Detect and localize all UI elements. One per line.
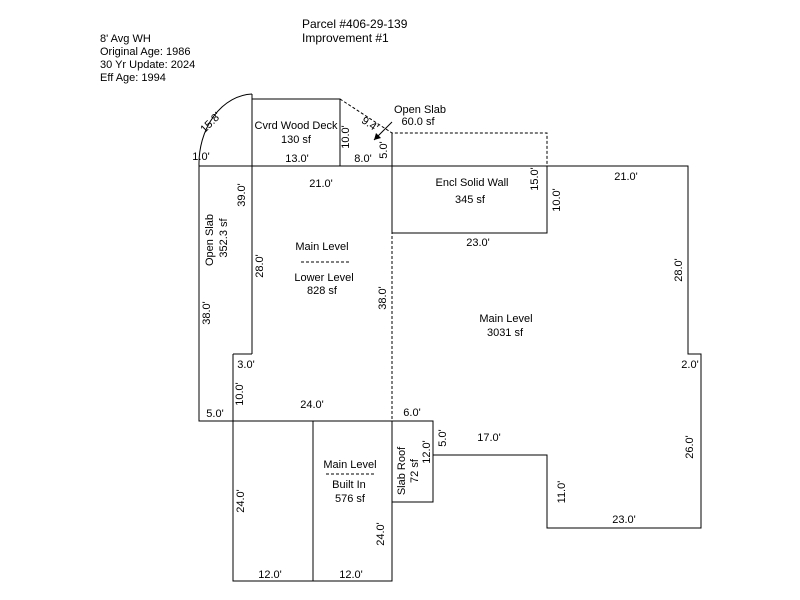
label-main-name: Main Level [479,313,532,325]
dim-right-28: 28.0' [673,258,685,282]
dim-bottom-24: 24.0' [300,399,324,411]
arrow-head [374,133,381,140]
dim-slab-5b: 5.0' [437,429,449,446]
dim-encl-23: 23.0' [466,237,490,249]
dim-arc: 15.8' [198,110,223,135]
label-deck-name: Cvrd Wood Deck [255,120,338,132]
dim-right-2: 2.0' [681,359,698,371]
dim-slab-12: 12.0' [421,440,433,464]
label-slab-left-size: 352.3 sf [218,217,230,257]
wall-height: 8' Avg WH [100,33,151,45]
dim-step-3: 3.0' [237,359,254,371]
label-encl-size: 345 sf [455,194,486,206]
dim-left-38: 38.0' [201,301,213,325]
update-year: 30 Yr Update: 2024 [100,59,196,71]
arc-edge [198,93,253,167]
dim-deck-13: 13.0' [285,153,309,165]
dim-slab-6: 6.0' [403,407,420,419]
area-open-slab-left[interactable] [198,166,233,422]
dim-encl-15: 15.0' [529,167,541,191]
dim-built-24-right: 24.0' [375,522,387,546]
label-main-lower-2: Lower Level [294,272,353,284]
dim-step-5: 5.0' [206,408,223,420]
original-age: Original Age: 1986 [100,46,191,58]
dim-top-21: 21.0' [309,178,333,190]
dim-mid-38: 38.0' [377,286,389,310]
dim-encl-10: 10.0' [551,188,563,212]
area-encl-wall[interactable] [391,165,548,234]
dim-1ft: 1.0' [192,151,209,163]
dim-slab-8: 8.0' [354,153,371,165]
dim-slab-5: 5.0' [378,141,390,158]
effective-age: Eff Age: 1994 [100,72,166,84]
label-built-2: Built In [332,479,366,491]
parcel-number: Parcel #406-29-139 [302,17,408,31]
label-main-size: 3031 sf [487,327,524,339]
area-open-slab-top[interactable] [339,98,548,166]
label-slab-roof-size: 72 sf [409,458,421,483]
label-encl-name: Encl Solid Wall [436,177,509,189]
label-built-1: Main Level [323,459,376,471]
dim-bottom-11: 11.0' [556,481,568,504]
label-main-lower-1: Main Level [295,241,348,253]
label-deck-size: 130 sf [281,134,312,146]
improvement-number: Improvement #1 [302,31,389,45]
dim-right-top-21: 21.0' [614,171,638,183]
area-main-level[interactable] [433,165,702,529]
dim-deck-10: 10.0' [340,125,352,149]
label-slab-roof-name: Slab Roof [396,446,408,495]
label-slab-top-name: Open Slab [394,104,446,116]
dim-inner-28: 28.0' [254,254,266,278]
label-slab-left-name: Open Slab [204,214,216,266]
dim-built-12-a: 12.0' [258,569,282,581]
label-slab-top-size: 60.0 sf [401,116,435,128]
dim-bottom-23: 23.0' [612,514,636,526]
dim-built-24-left: 24.0' [235,489,247,513]
label-built-size: 576 sf [335,493,366,505]
dim-bottom-17: 17.0' [477,432,501,444]
dim-slab-diag: 9.4' [359,115,380,135]
dim-right-26: 26.0' [684,435,696,459]
dim-step-10: 10.0' [234,382,246,406]
dim-left-39: 39.0' [236,183,248,207]
dim-built-12-b: 12.0' [339,569,363,581]
label-main-lower-size: 828 sf [307,285,338,297]
sketch-title: Parcel #406-29-139 Improvement #1 [302,17,407,45]
building-info: 8' Avg WH Original Age: 1986 30 Yr Updat… [100,33,195,85]
